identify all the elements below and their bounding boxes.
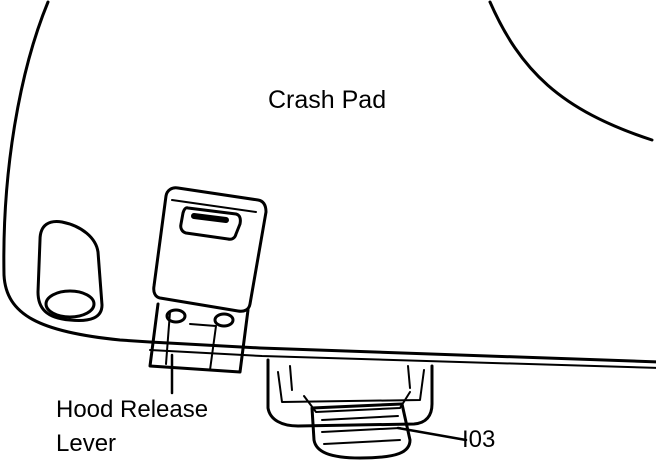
lever-housing-inner bbox=[189, 323, 217, 371]
connector-rib-1 bbox=[321, 415, 399, 421]
lever-grip bbox=[179, 206, 242, 241]
connector-bracket bbox=[266, 358, 434, 428]
connector-rib-3 bbox=[323, 439, 401, 445]
bracket-tab-right bbox=[407, 365, 411, 389]
housing-screw-left bbox=[165, 308, 187, 324]
connector-body bbox=[310, 402, 412, 460]
connector-leader bbox=[396, 426, 468, 442]
lever-handle-rim bbox=[171, 199, 257, 213]
crash-pad-label: Crash Pad bbox=[268, 86, 387, 114]
bracket-tab-left bbox=[289, 365, 293, 391]
lever-handle bbox=[152, 186, 268, 313]
connector-code-label: I03 bbox=[462, 426, 496, 453]
connector-top bbox=[303, 391, 411, 413]
connector-rib-2 bbox=[321, 427, 401, 433]
hood-release-label-line1: Hood Release bbox=[56, 396, 209, 423]
housing-screw-right bbox=[213, 312, 235, 328]
crash-pad-lower-edge bbox=[149, 349, 656, 369]
crash-pad-outline bbox=[2, 0, 656, 364]
lever-grip-slot bbox=[191, 213, 229, 223]
crash-pad-right-curve bbox=[488, 0, 654, 142]
connector-bracket-slot bbox=[277, 369, 425, 403]
lever-housing bbox=[148, 302, 250, 374]
left-cavity bbox=[36, 220, 104, 322]
hood-release-label-line2: Lever bbox=[56, 430, 117, 457]
cavity-knob bbox=[44, 289, 96, 319]
